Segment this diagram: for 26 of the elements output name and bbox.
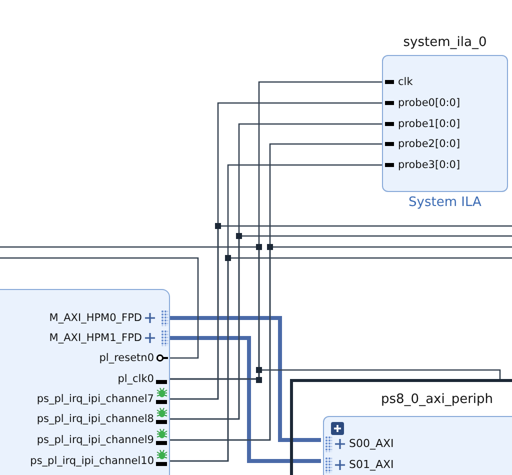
bus-connection bbox=[169, 336, 321, 463]
block-title: system_ila_0 bbox=[402, 35, 488, 50]
port-label: M_AXI_HPM1_FPD bbox=[49, 331, 142, 346]
port-label: probe1[0:0] bbox=[398, 117, 460, 132]
port-label: ps_pl_irq_ipi_channel10 bbox=[30, 454, 154, 469]
port-label: probe0[0:0] bbox=[398, 96, 460, 111]
ip-block-body bbox=[323, 416, 512, 475]
port-label: S01_AXI bbox=[349, 457, 394, 473]
block-type-label: System ILA bbox=[408, 195, 482, 210]
port-label: pl_resetn0 bbox=[99, 351, 154, 366]
port-label: ps_pl_irq_ipi_channel9 bbox=[36, 433, 154, 448]
port-label: ps_pl_irq_ipi_channel7 bbox=[36, 392, 154, 407]
port-label: probe3[0:0] bbox=[398, 158, 460, 173]
port-label: clk bbox=[398, 75, 413, 90]
port-label: M_AXI_HPM0_FPD bbox=[49, 311, 142, 326]
wire bbox=[0, 257, 199, 359]
port-label: S00_AXI bbox=[349, 436, 394, 452]
port-label: pl_clk0 bbox=[118, 372, 154, 387]
port-label: probe2[0:0] bbox=[398, 137, 460, 152]
port-label: ps_pl_irq_ipi_channel8 bbox=[36, 412, 154, 427]
bus-connection bbox=[169, 316, 321, 442]
hierarchy-box bbox=[290, 379, 512, 475]
wire bbox=[169, 235, 512, 420]
wire bbox=[169, 225, 512, 400]
block-title: ps8_0_axi_periph bbox=[381, 392, 494, 407]
wire bbox=[169, 369, 501, 380]
